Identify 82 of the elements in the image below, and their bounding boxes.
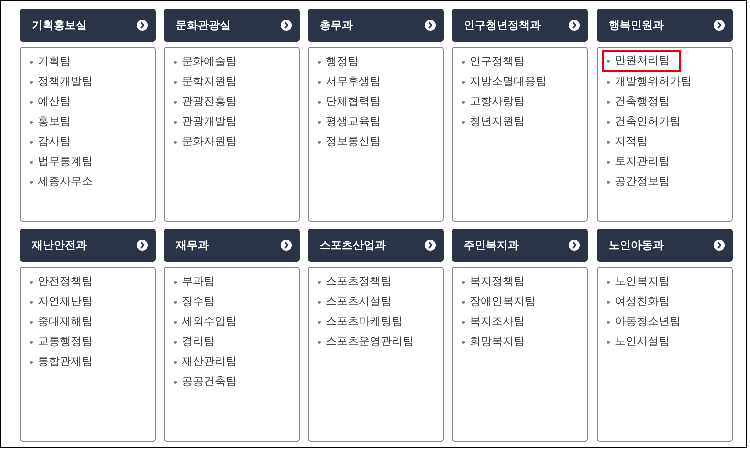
- team-name: 문학지원팀: [174, 72, 237, 92]
- team-name: 징수팀: [174, 292, 215, 312]
- department-header: [308, 9, 444, 42]
- team-name: 건축인허가팀: [607, 112, 681, 132]
- team-name: 부과팀: [174, 272, 215, 292]
- department-title: 주민복지과: [464, 238, 519, 254]
- team-name: 복지조사팀: [462, 312, 525, 332]
- team-name: 정책개발팀: [30, 72, 93, 92]
- team-list-panel: [308, 47, 444, 222]
- team-name: 개발행위허가팀: [607, 72, 692, 92]
- team-list-panel: [308, 267, 444, 442]
- team-list-panel: [20, 267, 156, 442]
- team-name: 노인복지팀: [607, 272, 670, 292]
- department-title: 노인아동과: [609, 238, 664, 254]
- team-name: 민원처리팀: [607, 52, 670, 70]
- team-list-panel: [164, 267, 300, 442]
- department-header: [164, 229, 300, 262]
- team-name: 지적팀: [607, 132, 648, 152]
- team-name: 기획팀: [30, 52, 71, 72]
- team-name: 자연재난팀: [30, 292, 93, 312]
- team-list-panel: [597, 47, 733, 222]
- highlight-box: [602, 50, 681, 72]
- team-name: 교통행정팀: [30, 332, 93, 352]
- team-name: 스포츠운영관리팀: [318, 332, 414, 352]
- team-list-panel: [164, 47, 300, 222]
- team-name: 스포츠시설팀: [318, 292, 392, 312]
- team-name: 세종사무소: [30, 172, 93, 192]
- team-name: 예산팀: [30, 92, 71, 112]
- team-name: 통합관제팀: [30, 352, 93, 372]
- team-name: 장애인복지팀: [462, 292, 536, 312]
- team-name: 공공건축팀: [174, 372, 237, 392]
- team-name: 정보통신팀: [318, 132, 381, 152]
- department-header: [597, 9, 733, 42]
- team-name: 안전정책팀: [30, 272, 93, 292]
- team-name: 고향사랑팀: [462, 92, 525, 112]
- team-name: 문화자원팀: [174, 132, 237, 152]
- team-name: 공간정보팀: [607, 172, 670, 192]
- team-name: 관광진흥팀: [174, 92, 237, 112]
- team-name: 스포츠마케팅팀: [318, 312, 403, 332]
- department-title: 기획홍보실: [32, 18, 87, 34]
- department-header: [452, 9, 588, 42]
- team-name: 지방소멸대응팀: [462, 72, 547, 92]
- team-name: 경리팀: [174, 332, 215, 352]
- team-list-panel: [20, 47, 156, 222]
- team-name: 희망복지팀: [462, 332, 525, 352]
- department-header: [597, 229, 733, 262]
- department-header: [452, 229, 588, 262]
- team-name: 토지관리팀: [607, 152, 670, 172]
- team-name: 인구정책팀: [462, 52, 525, 72]
- department-title: 재난안전과: [32, 238, 87, 254]
- department-header: [164, 9, 300, 42]
- team-name: 스포츠정책팀: [318, 272, 392, 292]
- department-title: 스포츠산업과: [320, 238, 386, 254]
- department-title: 인구청년정책과: [464, 18, 541, 34]
- team-list-panel: [597, 267, 733, 442]
- team-name: 건축행정팀: [607, 92, 670, 112]
- department-title: 문화관광실: [176, 18, 231, 34]
- team-name: 중대재해팀: [30, 312, 93, 332]
- team-name: 행정팀: [318, 52, 359, 72]
- team-name: 법무통계팀: [30, 152, 93, 172]
- team-name: 홍보팀: [30, 112, 71, 132]
- department-header: [308, 229, 444, 262]
- department-title: 총무과: [320, 18, 353, 34]
- team-name: 관광개발팀: [174, 112, 237, 132]
- team-name: 여성친화팀: [607, 292, 670, 312]
- team-list-panel: [452, 267, 588, 442]
- team-name: 단체협력팀: [318, 92, 381, 112]
- team-name: 아동청소년팀: [607, 312, 681, 332]
- team-name: 청년지원팀: [462, 112, 525, 132]
- team-name: 세외수입팀: [174, 312, 237, 332]
- department-header: [20, 229, 156, 262]
- team-list-panel: [452, 47, 588, 222]
- department-title: 재무과: [176, 238, 209, 254]
- department-header: [20, 9, 156, 42]
- team-name: 감사팀: [30, 132, 71, 152]
- team-name: 평생교육팀: [318, 112, 381, 132]
- team-name: 재산관리팀: [174, 352, 237, 372]
- department-title: 행복민원과: [609, 18, 664, 34]
- team-name: 문화예술팀: [174, 52, 237, 72]
- team-name: 서무후생팀: [318, 72, 381, 92]
- team-name: 복지정책팀: [462, 272, 525, 292]
- team-name: 노인시설팀: [607, 332, 670, 352]
